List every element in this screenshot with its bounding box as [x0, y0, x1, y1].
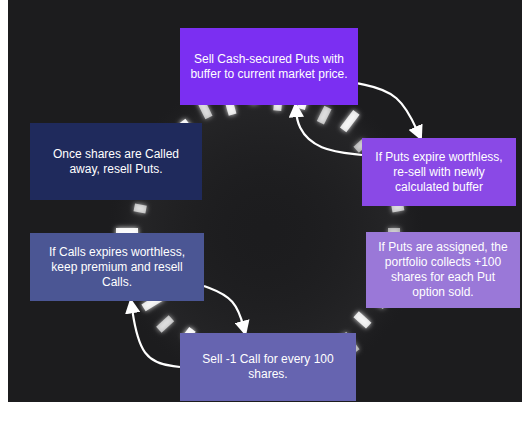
box-text: Once shares are Called away, resell Puts…	[38, 147, 194, 177]
process-box: Once shares are Called away, resell Puts…	[30, 123, 202, 200]
process-box: Sell -1 Call for every 100 shares.	[180, 333, 356, 401]
box-text: If Calls expires worthless, keep premium…	[38, 245, 196, 290]
burst-bar	[353, 311, 371, 328]
burst-bar	[340, 110, 360, 132]
process-box: If Calls expires worthless, keep premium…	[30, 233, 204, 301]
box-text: If Puts are assigned, the portfolio coll…	[374, 240, 512, 300]
burst-bar	[156, 315, 174, 332]
box-text: Sell Cash-secured Puts with buffer to cu…	[188, 52, 350, 82]
process-box: If Puts are assigned, the portfolio coll…	[366, 232, 520, 308]
curved-arrow	[131, 301, 180, 367]
burst-bar	[134, 203, 147, 213]
curved-arrow	[358, 83, 421, 138]
box-text: Sell -1 Call for every 100 shares.	[188, 352, 348, 382]
process-box: If Puts expire worthless, re-sell with n…	[362, 138, 516, 206]
process-box: Sell Cash-secured Puts with buffer to cu…	[180, 28, 358, 105]
curved-arrow	[204, 286, 245, 333]
curved-arrow	[296, 105, 362, 155]
burst-bar	[317, 106, 332, 125]
box-text: If Puts expire worthless, re-sell with n…	[370, 150, 508, 195]
